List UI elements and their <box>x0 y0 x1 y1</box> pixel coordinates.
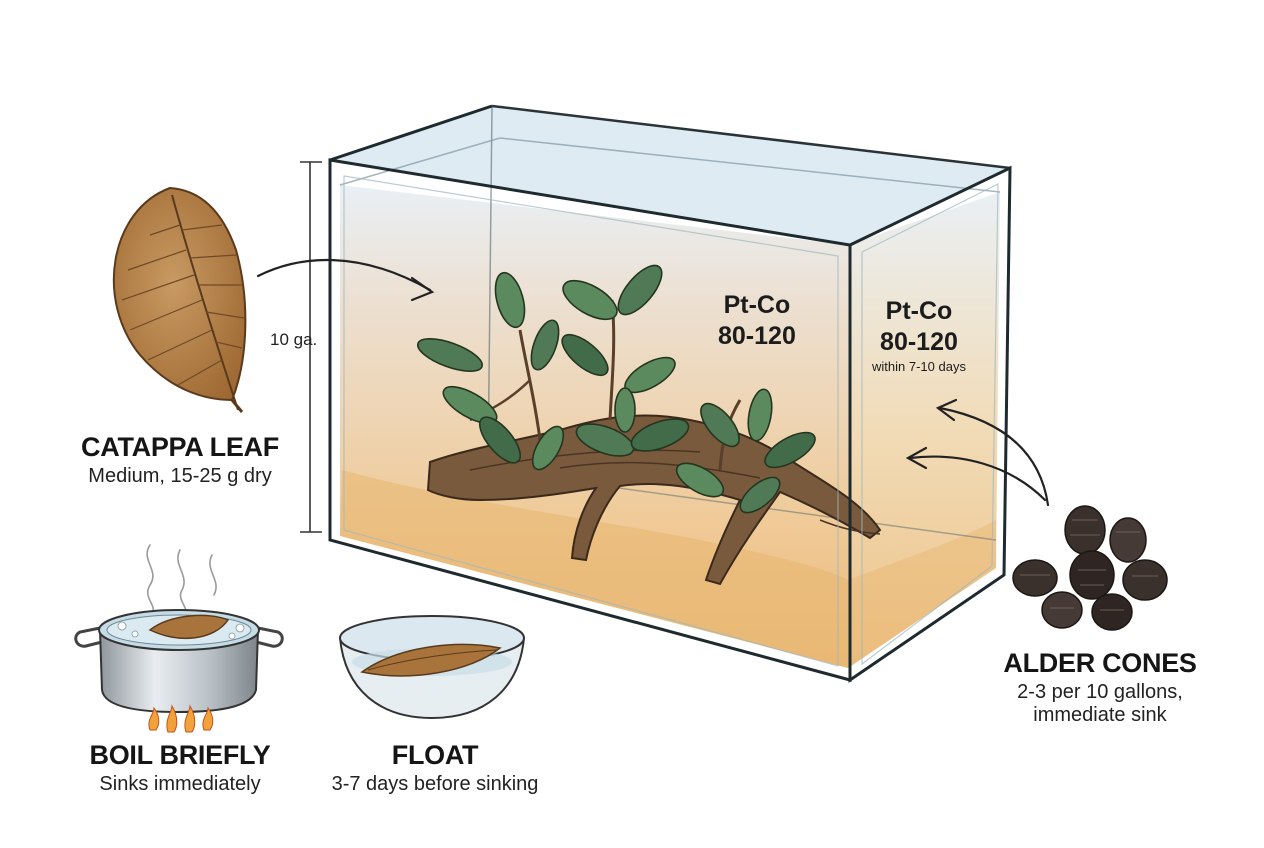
burner-flames <box>148 704 214 733</box>
alder-cones-illustration <box>1012 505 1168 631</box>
tannin-water-side <box>848 192 1000 668</box>
tank-volume-label: 10 ga. <box>270 330 318 349</box>
sand-bed <box>340 470 848 668</box>
arrow-catappa-to-tank <box>256 258 435 302</box>
float-title: FLOAT <box>391 740 479 770</box>
catappa-subtitle: Medium, 15-25 g dry <box>88 465 272 487</box>
alder-subtitle-line2: immediate sink <box>1033 704 1167 726</box>
alder-label: ALDER CONES 2-3 per 10 gallons, immediat… <box>985 648 1215 727</box>
color-reading-side: Pt-Co 80-120 within 7-10 days <box>872 296 966 376</box>
catappa-title: CATAPPA LEAF <box>81 432 279 462</box>
steam-wisps <box>146 544 217 619</box>
color-reading-front: Pt-Co 80-120 <box>718 290 796 352</box>
color-side-note: within 7-10 days <box>872 359 966 374</box>
alder-title: ALDER CONES <box>1003 648 1197 678</box>
boiling-pot-illustration <box>74 544 284 733</box>
boil-subtitle: Sinks immediately <box>99 773 261 795</box>
float-label: FLOAT 3-7 days before sinking <box>310 740 560 796</box>
catappa-label: CATAPPA LEAF Medium, 15-25 g dry <box>70 432 290 488</box>
alder-subtitle-line1: 2-3 per 10 gallons, <box>1017 681 1183 703</box>
aquarium-tank <box>328 104 1012 683</box>
color-side-line1: Pt-Co <box>885 297 953 325</box>
water-surface <box>330 106 1010 245</box>
color-front-line2: 80-120 <box>718 322 796 350</box>
catappa-leaf-illustration <box>112 186 247 413</box>
float-bowl-illustration <box>338 615 526 720</box>
color-front-line1: Pt-Co <box>723 291 791 319</box>
boil-title: BOIL BRIEFLY <box>89 740 271 770</box>
boil-label: BOIL BRIEFLY Sinks immediately <box>70 740 290 796</box>
color-side-line2: 80-120 <box>880 328 958 356</box>
aquatic-plants <box>416 264 816 514</box>
float-subtitle: 3-7 days before sinking <box>331 773 539 795</box>
height-dimension <box>300 161 322 533</box>
arrows-cones-to-tank <box>905 398 1050 507</box>
